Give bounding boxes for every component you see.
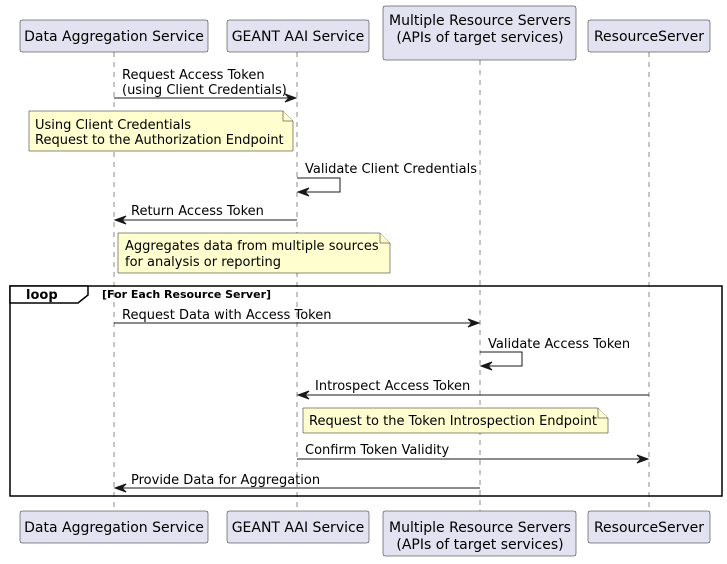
participant-resource-server-bottom: ResourceServer — [587, 510, 711, 544]
message-label: Introspect Access Token — [315, 379, 470, 394]
arrowhead — [479, 361, 493, 371]
message-label: Confirm Token Validity — [305, 443, 450, 458]
loop-tab — [9, 285, 89, 304]
participant-geant-aai-service-top: GEANT AAI Service — [226, 19, 370, 53]
participant-label: GEANT AAI Service — [232, 29, 365, 45]
message-label: Request Data with Access Token — [122, 308, 331, 323]
participant-label-line-2: (APIs of target services) — [396, 30, 563, 46]
loop-condition: [For Each Resource Server] — [102, 288, 271, 301]
note-aggregates-data: Aggregates data from multiple sources fo… — [117, 232, 391, 274]
message-provide-data: Provide Data for Aggregation — [113, 473, 480, 493]
note-text: Request to the Token Introspection Endpo… — [309, 414, 597, 429]
note-token-introspection-endpoint: Request to the Token Introspection Endpo… — [302, 407, 609, 434]
participant-label-line-1: Multiple Resource Servers — [389, 13, 571, 29]
note-text-line-2: Request to the Authorization Endpoint — [35, 133, 284, 148]
arrowhead — [636, 454, 650, 464]
loop-frame — [9, 285, 723, 497]
message-validate-client-credentials: Validate Client Credentials — [296, 162, 477, 197]
message-introspect-access-token: Introspect Access Token — [296, 379, 649, 400]
loop-fragment: loop [For Each Resource Server] — [9, 285, 723, 497]
message-confirm-token-validity: Confirm Token Validity — [297, 443, 650, 464]
participant-label: Data Aggregation Service — [24, 520, 204, 536]
arrowhead — [467, 318, 481, 328]
arrowhead — [296, 187, 310, 197]
participant-multiple-resource-servers-bottom: Multiple Resource Servers (APIs of targe… — [382, 510, 577, 557]
participant-label: GEANT AAI Service — [232, 520, 365, 536]
participant-label: ResourceServer — [594, 520, 704, 536]
note-text-line-2: for analysis or reporting — [125, 255, 281, 270]
message-return-access-token: Return Access Token — [113, 204, 297, 225]
participant-data-aggregation-service-bottom: Data Aggregation Service — [19, 510, 209, 544]
participant-label-line-2: (APIs of target services) — [396, 537, 563, 553]
message-label-line-2: (using Client Credentials) — [122, 83, 287, 98]
arrowhead — [296, 390, 310, 400]
note-authorization-endpoint: Using Client Credentials Request to the … — [28, 110, 294, 152]
participant-label: ResourceServer — [594, 29, 704, 45]
arrowhead — [284, 93, 298, 103]
participant-data-aggregation-service-top: Data Aggregation Service — [19, 19, 209, 53]
participant-geant-aai-service-bottom: GEANT AAI Service — [226, 510, 370, 544]
message-request-access-token: Request Access Token (using Client Crede… — [114, 68, 298, 103]
participant-label: Data Aggregation Service — [24, 29, 204, 45]
message-label: Validate Client Credentials — [305, 162, 477, 177]
note-text-line-1: Aggregates data from multiple sources — [125, 239, 379, 254]
arrowhead — [113, 483, 127, 493]
note-text-line-1: Using Client Credentials — [35, 118, 191, 133]
message-label: Provide Data for Aggregation — [131, 473, 320, 488]
participant-label-line-1: Multiple Resource Servers — [389, 520, 571, 536]
participant-multiple-resource-servers-top: Multiple Resource Servers (APIs of targe… — [382, 5, 577, 61]
message-label-line-1: Request Access Token — [122, 68, 265, 83]
message-label: Validate Access Token — [488, 337, 630, 352]
message-validate-access-token: Validate Access Token — [479, 337, 630, 371]
arrowhead — [113, 215, 127, 225]
message-request-data: Request Data with Access Token — [114, 308, 481, 328]
loop-keyword: loop — [26, 288, 58, 303]
message-arrow-line — [480, 351, 523, 367]
message-arrow-line — [297, 177, 341, 193]
participant-resource-server-top: ResourceServer — [587, 19, 711, 53]
message-label: Return Access Token — [131, 204, 264, 219]
